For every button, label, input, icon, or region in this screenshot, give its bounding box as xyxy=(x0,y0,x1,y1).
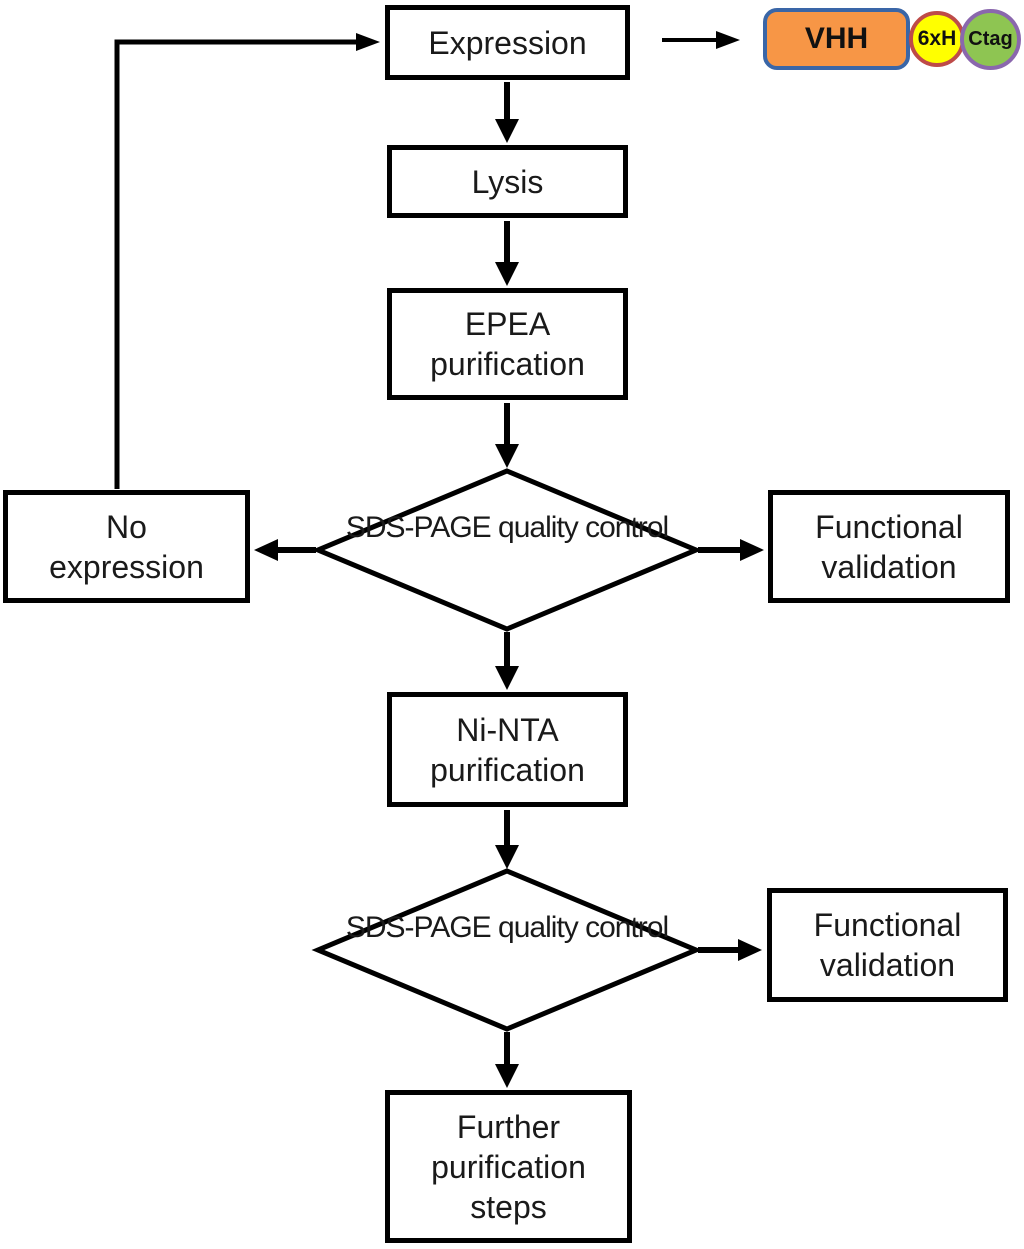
arrow-no-expression-to-expression xyxy=(114,39,356,489)
arrowhead-qc1-to-functional-validation-1-icon xyxy=(740,539,764,561)
no-expression-label: No expression xyxy=(49,508,204,585)
vhh-domain-shape: VHH xyxy=(763,8,910,70)
arrowhead-qc2-to-further-icon xyxy=(495,1064,519,1088)
arrowhead-epea-to-qc1-icon xyxy=(495,444,519,468)
node-lysis: Lysis xyxy=(387,145,628,218)
further-purification-label: Further purification steps xyxy=(431,1108,586,1225)
arrowhead-qc2-to-functional-validation-2-icon xyxy=(738,939,762,961)
functional-validation-2-label: Functional validation xyxy=(813,907,962,983)
arrowhead-qc1-to-no-expression-icon xyxy=(254,539,278,561)
node-functional-validation-2: Functional validation xyxy=(767,888,1008,1002)
arrowhead-expression-to-lysis-icon xyxy=(495,119,519,143)
ctag-shape: Ctag xyxy=(960,9,1021,70)
decision-diamond-qc1 xyxy=(311,468,703,632)
qc2-label: SDS-PAGE quality control xyxy=(345,911,669,944)
decision-diamond-qc2 xyxy=(311,868,703,1032)
node-functional-validation-1: Functional validation xyxy=(768,490,1010,603)
epea-purification-label: EPEA purification xyxy=(430,306,585,382)
arrowhead-expression-to-construct-icon xyxy=(716,31,740,49)
node-further-purification: Further purification steps xyxy=(385,1090,632,1243)
node-no-expression: No expression xyxy=(3,490,250,603)
vhh-label: VHH xyxy=(804,22,869,55)
lysis-label: Lysis xyxy=(471,163,544,200)
node-ninta-purification: Ni-NTA purification xyxy=(387,692,628,807)
arrowhead-qc1-to-ninta-icon xyxy=(495,666,519,690)
his-tag-label: 6xH xyxy=(917,27,957,50)
ctag-label: Ctag xyxy=(968,28,1013,50)
qc1-label: SDS-PAGE quality control xyxy=(345,511,669,544)
functional-validation-1-label: Functional validation xyxy=(815,508,963,585)
node-expression: Expression xyxy=(385,5,630,80)
expression-label: Expression xyxy=(428,24,587,61)
arrowhead-lysis-to-epea-icon xyxy=(495,262,519,286)
his-tag-shape: 6xH xyxy=(909,11,965,67)
ninta-purification-label: Ni-NTA purification xyxy=(430,711,585,788)
node-epea-purification: EPEA purification xyxy=(387,288,628,400)
arrowhead-no-expression-to-expression-icon xyxy=(356,33,380,51)
arrowhead-ninta-to-qc2-icon xyxy=(495,845,519,869)
